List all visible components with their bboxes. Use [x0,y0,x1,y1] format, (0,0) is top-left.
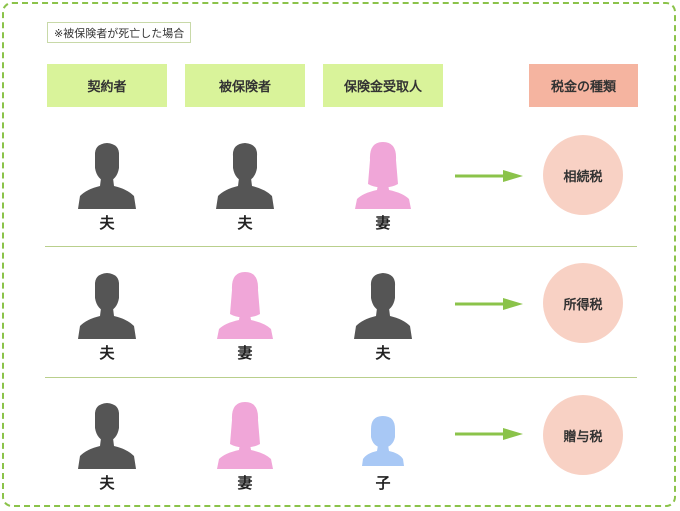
diagram-frame [2,2,676,507]
contractor-label: 夫 [99,214,115,232]
header-beneficiary: 保険金受取人 [323,64,443,107]
male-silhouette-icon [77,140,137,210]
arrow-right-icon [455,426,525,440]
header-contractor: 契約者 [47,64,167,107]
header-tax-type: 税金の種類 [529,64,638,107]
insured-label: 妻 [237,344,253,362]
female-silhouette-icon [215,270,275,340]
beneficiary-label: 子 [375,474,391,492]
child-silhouette-icon [353,415,413,467]
male-silhouette-icon [77,270,137,340]
insured-label: 妻 [237,474,253,492]
arrow-right-icon [455,296,525,310]
beneficiary-label: 夫 [375,344,391,362]
condition-note: ※被保険者が死亡した場合 [47,22,192,43]
row-divider [45,246,637,247]
tax-label: 相続税 [563,169,603,185]
arrow-right-icon [455,168,525,182]
insured-label: 夫 [237,214,253,232]
male-silhouette-icon [77,400,137,470]
male-silhouette-icon [353,270,413,340]
tax-circle: 贈与税 [543,395,623,475]
tax-circle: 相続税 [543,135,623,215]
row-divider [45,377,637,378]
header-insured: 被保険者 [185,64,305,107]
female-silhouette-icon [353,140,413,210]
tax-circle: 所得税 [543,263,623,343]
beneficiary-label: 妻 [375,214,391,232]
contractor-label: 夫 [99,344,115,362]
contractor-label: 夫 [99,474,115,492]
female-silhouette-icon [215,400,275,470]
tax-label: 贈与税 [563,429,603,445]
tax-label: 所得税 [563,297,603,313]
male-silhouette-icon [215,140,275,210]
